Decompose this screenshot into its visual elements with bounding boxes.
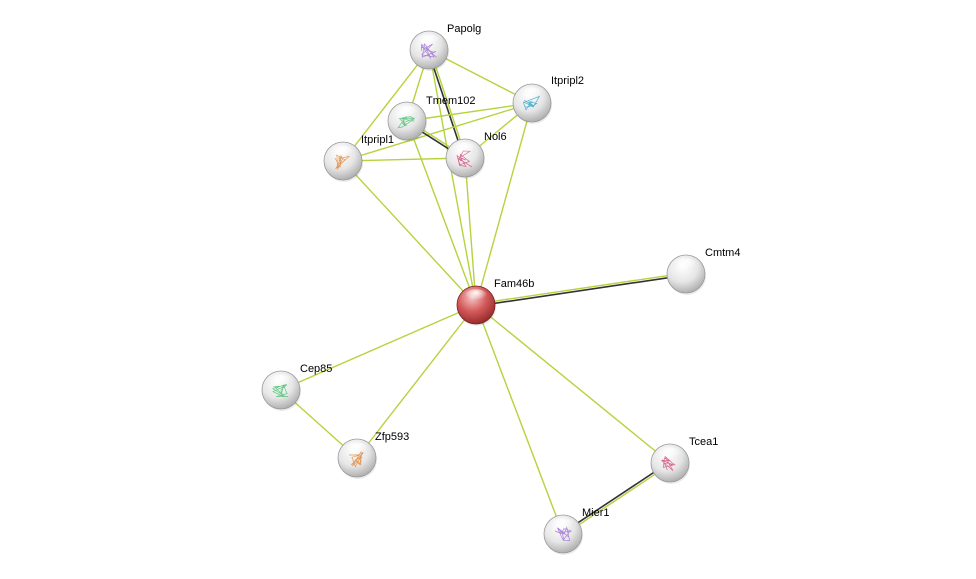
node-highlight: [331, 145, 355, 160]
edge-textmining-fam46b-itpripl1[interactable]: [342, 160, 477, 306]
node-itpripl2[interactable]: Itpripl2: [512, 75, 584, 124]
edge-textmining-fam46b-tmem102[interactable]: [406, 120, 477, 306]
edge-textmining-fam46b-papolg[interactable]: [428, 49, 477, 306]
node-highlight: [520, 87, 544, 102]
protein-structure-icon: [271, 383, 289, 398]
node-nol6[interactable]: Nol6: [445, 131, 507, 179]
node-label-fam46b: Fam46b: [494, 278, 534, 290]
node-tcea1[interactable]: Tcea1: [650, 436, 718, 484]
edge-experimental-tcea1-mier1[interactable]: [561, 461, 670, 534]
edge-textmining-fam46b-cep85[interactable]: [280, 304, 477, 391]
node-itpripl1[interactable]: Itpripl1: [323, 134, 394, 182]
edge-textmining-fam46b-cmtm4[interactable]: [475, 272, 686, 305]
node-label-itpripl1: Itpripl1: [361, 134, 394, 146]
edge-textmining-tcea1-mier1[interactable]: [563, 463, 671, 536]
node-highlight: [395, 105, 419, 120]
node-label-tcea1: Tcea1: [689, 436, 718, 448]
edge-textmining-itpripl1-nol6[interactable]: [342, 157, 466, 162]
node-label-mier1: Mier1: [582, 507, 610, 519]
edge-textmining-itpripl2-tmem102[interactable]: [406, 102, 533, 122]
node-highlight: [417, 34, 441, 49]
node-highlight: [269, 374, 293, 389]
protein-structure-icon: [420, 42, 437, 59]
node-label-tmem102: Tmem102: [426, 95, 476, 107]
edge-experimental-fam46b-cmtm4[interactable]: [476, 274, 687, 307]
node-cep85[interactable]: Cep85: [261, 363, 332, 411]
node-label-zfp593: Zfp593: [375, 431, 409, 443]
edge-textmining-fam46b-zfp593[interactable]: [356, 304, 477, 459]
node-highlight: [551, 518, 575, 533]
edge-textmining-fam46b-tcea1[interactable]: [475, 304, 671, 464]
node-label-cep85: Cep85: [300, 363, 332, 375]
node-label-papolg: Papolg: [447, 23, 481, 35]
node-highlight: [674, 258, 698, 273]
node-tmem102[interactable]: Tmem102: [387, 95, 476, 142]
node-fam46b[interactable]: Fam46b: [456, 278, 534, 326]
edge-textmining-fam46b-itpripl2[interactable]: [475, 102, 533, 306]
node-highlight: [658, 447, 682, 462]
node-cmtm4[interactable]: Cmtm4: [666, 247, 740, 295]
node-label-cmtm4: Cmtm4: [705, 247, 740, 259]
node-label-itpripl2: Itpripl2: [551, 75, 584, 87]
node-highlight: [345, 442, 369, 457]
edge-textmining-papolg-itpripl1[interactable]: [342, 49, 430, 162]
edge-textmining-itpripl2-itpripl1[interactable]: [342, 102, 533, 162]
node-papolg[interactable]: Papolg: [409, 23, 481, 71]
node-zfp593[interactable]: Zfp593: [337, 431, 409, 479]
node-mier1[interactable]: Mier1: [543, 507, 610, 555]
protein-structure-icon: [348, 450, 364, 468]
node-highlight: [453, 142, 477, 157]
node-label-nol6: Nol6: [484, 131, 507, 143]
edge-textmining-fam46b-mier1[interactable]: [475, 304, 564, 535]
edge-textmining-fam46b-nol6[interactable]: [464, 157, 477, 306]
node-highlight: [464, 289, 488, 304]
